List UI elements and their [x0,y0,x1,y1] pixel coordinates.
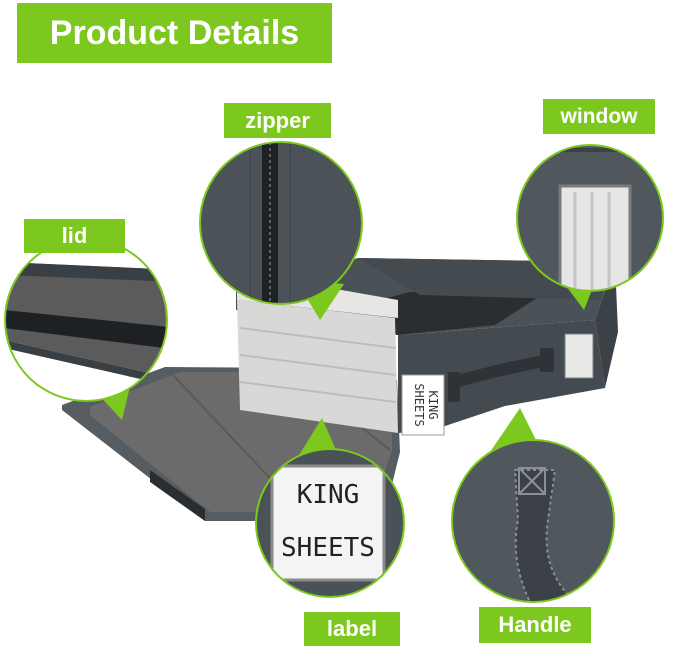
box-handle [448,348,554,402]
label-detail-circle: KING SHEETS [255,448,405,598]
label-tag: label [304,612,400,646]
window-detail-circle [516,144,664,292]
box-label-line1: KING [426,391,440,420]
lid-tag: lid [24,219,125,253]
box-front [398,320,605,433]
label-text-line2: SHEETS [281,533,375,563]
window-tag: window [543,99,655,134]
box-label-line2: SHEETS [412,383,426,426]
zipper-tag: zipper [224,103,331,138]
lid-detail-circle [4,238,168,402]
page-title: Product Details [17,3,332,63]
box-label-sleeve [401,374,445,436]
side-window [564,333,594,379]
handle-detail-circle [451,439,615,603]
zipper-detail-circle [199,141,363,305]
label-text-line1: KING [297,480,360,510]
handle-tag: Handle [479,607,591,643]
